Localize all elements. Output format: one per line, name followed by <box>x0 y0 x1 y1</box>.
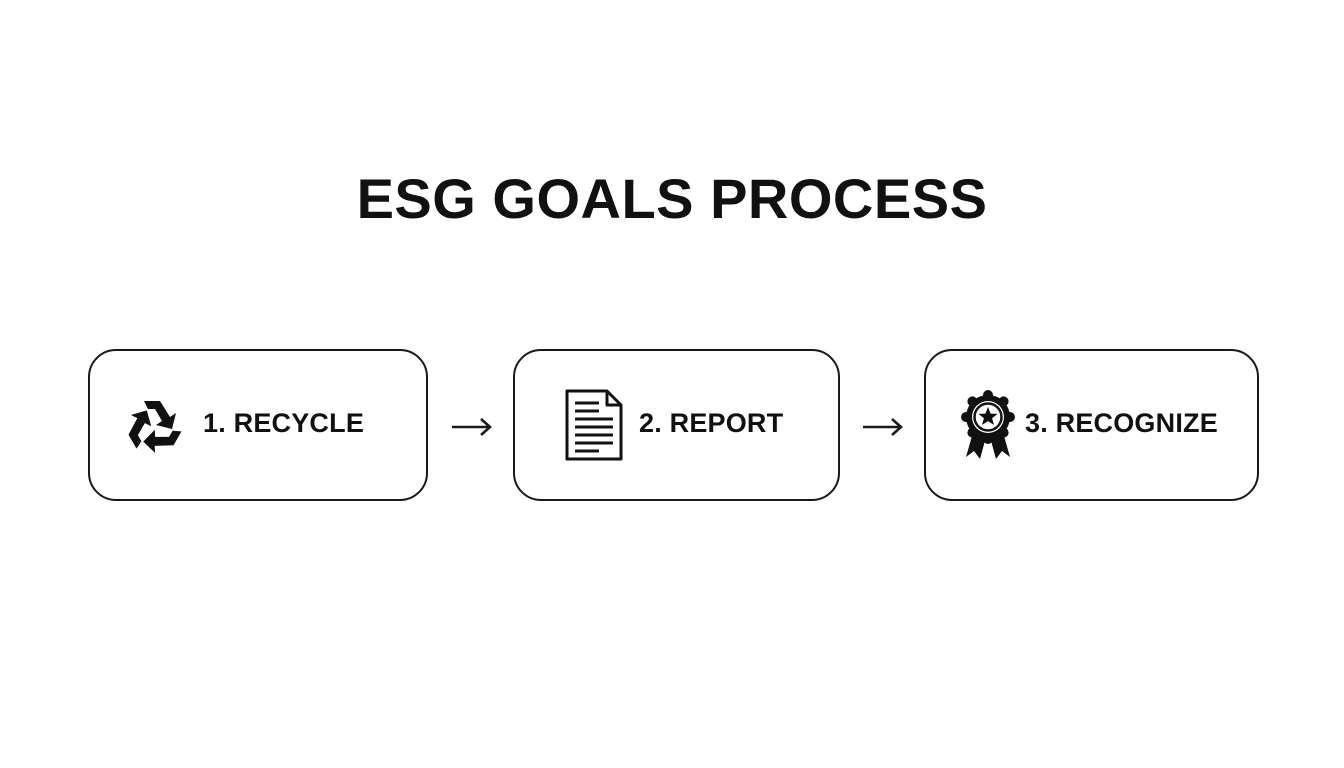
page-title: ESG GOALS PROCESS <box>356 167 988 230</box>
step-recognize: 3. RECOGNIZE <box>924 349 1259 501</box>
document-icon <box>555 387 631 463</box>
recycle-icon <box>116 387 192 463</box>
step-label-recycle: 1. RECYCLE <box>203 408 365 438</box>
step-report: 2. REPORT <box>513 349 840 501</box>
arrow-right-icon <box>452 418 492 436</box>
arrow-right-icon <box>863 418 903 436</box>
step-label-recognize: 3. RECOGNIZE <box>1025 408 1218 438</box>
step-label-report: 2. REPORT <box>639 408 784 438</box>
step-recycle: 1. RECYCLE <box>88 349 428 501</box>
award-ribbon-icon <box>950 387 1026 463</box>
